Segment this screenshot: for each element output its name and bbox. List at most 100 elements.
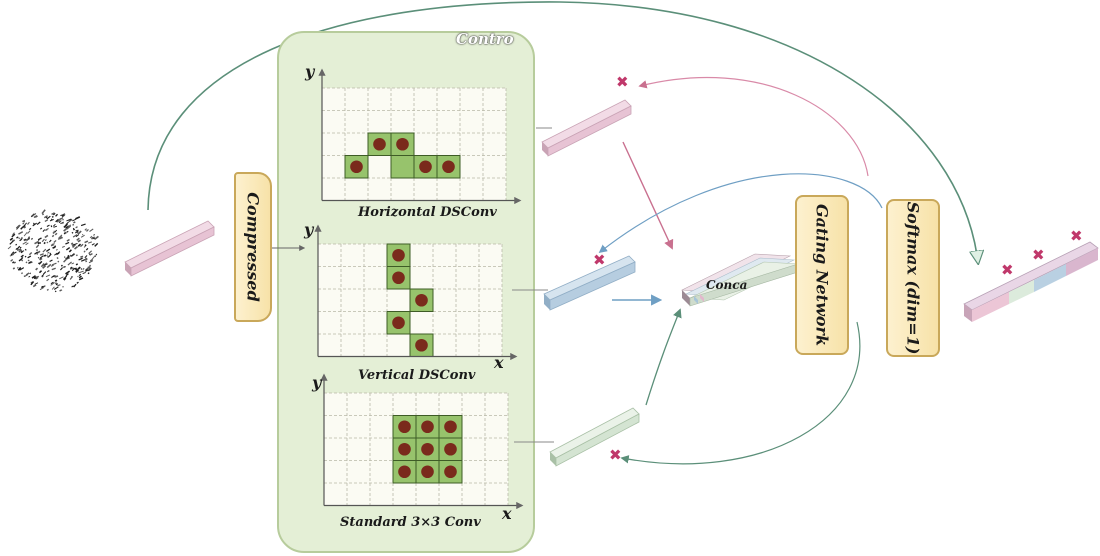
mask-x-icon: ✖ bbox=[1032, 246, 1045, 264]
pattern-stroke bbox=[68, 218, 73, 223]
pattern-stroke bbox=[62, 222, 64, 225]
pattern-stroke bbox=[28, 252, 33, 256]
pattern-stroke bbox=[20, 250, 24, 254]
pattern-stroke bbox=[94, 235, 99, 240]
pattern-stroke bbox=[51, 262, 57, 266]
grid-cell-active bbox=[390, 155, 415, 179]
pattern-stroke bbox=[64, 231, 67, 234]
pattern-stroke bbox=[43, 215, 48, 219]
blue-output-bar bbox=[543, 255, 636, 311]
pattern-stroke bbox=[27, 221, 30, 225]
pattern-stroke bbox=[62, 218, 64, 221]
pattern-stroke bbox=[14, 251, 17, 254]
pattern-stroke bbox=[42, 229, 46, 232]
pattern-stroke bbox=[46, 241, 49, 244]
pattern-stroke bbox=[46, 215, 51, 220]
pattern-stroke bbox=[19, 267, 25, 271]
pattern-stroke bbox=[77, 239, 81, 243]
green-to-concat-arrow bbox=[645, 308, 682, 406]
pattern-stroke bbox=[84, 244, 87, 247]
pattern-stroke bbox=[70, 253, 75, 257]
pattern-stroke bbox=[89, 228, 94, 233]
pattern-stroke bbox=[63, 277, 67, 281]
pattern-stroke bbox=[77, 271, 80, 273]
pattern-stroke bbox=[87, 267, 91, 271]
pattern-stroke bbox=[29, 272, 32, 275]
pattern-stroke bbox=[84, 228, 88, 231]
pattern-stroke bbox=[88, 267, 92, 272]
pattern-stroke bbox=[10, 258, 14, 262]
pink-to-concat-arrow bbox=[622, 141, 674, 250]
pattern-stroke bbox=[71, 285, 74, 288]
pattern-stroke bbox=[44, 263, 48, 266]
pattern-stroke bbox=[47, 251, 50, 254]
pattern-stroke bbox=[41, 274, 45, 277]
pattern-stroke bbox=[43, 285, 46, 287]
pattern-stroke bbox=[88, 241, 93, 244]
horizontal-grid bbox=[318, 68, 522, 205]
pattern-stroke bbox=[75, 269, 78, 273]
pattern-stroke bbox=[57, 236, 64, 240]
pattern-stroke bbox=[22, 219, 26, 223]
pattern-stroke bbox=[59, 289, 63, 292]
pattern-stroke bbox=[75, 229, 79, 232]
sample-dot bbox=[396, 137, 409, 151]
pattern-stroke bbox=[91, 243, 95, 246]
pattern-stroke bbox=[11, 233, 16, 238]
pattern-stroke bbox=[41, 213, 45, 216]
pattern-stroke bbox=[49, 259, 53, 263]
pattern-stroke bbox=[23, 231, 28, 237]
pattern-stroke bbox=[75, 234, 80, 238]
pattern-stroke bbox=[76, 231, 79, 234]
pattern-stroke bbox=[56, 256, 59, 260]
pattern-stroke bbox=[24, 274, 28, 277]
pattern-stroke bbox=[62, 286, 64, 288]
standard-grid bbox=[320, 373, 524, 510]
pattern-stroke bbox=[20, 236, 24, 240]
pattern-stroke bbox=[70, 267, 74, 270]
sample-dot bbox=[398, 420, 411, 434]
pattern-stroke bbox=[15, 243, 18, 246]
pattern-stroke bbox=[52, 231, 56, 235]
pattern-stroke bbox=[36, 221, 41, 226]
pattern-stroke bbox=[51, 243, 55, 246]
pattern-stroke bbox=[59, 276, 64, 280]
pattern-stroke bbox=[15, 224, 20, 229]
pattern-stroke bbox=[74, 245, 79, 250]
pattern-stroke bbox=[38, 260, 43, 265]
pattern-stroke bbox=[59, 217, 64, 220]
pattern-stroke bbox=[35, 275, 40, 279]
pattern-stroke bbox=[87, 265, 91, 269]
pattern-stroke bbox=[46, 254, 49, 257]
sample-dot bbox=[421, 442, 434, 456]
pattern-stroke bbox=[12, 232, 15, 236]
pattern-stroke bbox=[80, 223, 86, 227]
pattern-stroke bbox=[66, 230, 69, 233]
pattern-stroke bbox=[40, 257, 43, 261]
sample-dot bbox=[415, 338, 428, 352]
pattern-stroke bbox=[54, 290, 57, 293]
pattern-stroke bbox=[16, 245, 21, 250]
pattern-stroke bbox=[46, 248, 51, 252]
pattern-stroke bbox=[77, 230, 82, 235]
pattern-stroke bbox=[80, 260, 83, 262]
pattern-stroke bbox=[54, 229, 58, 233]
pattern-stroke bbox=[25, 261, 28, 264]
pattern-stroke bbox=[12, 261, 15, 264]
sample-dot bbox=[421, 420, 434, 434]
pattern-stroke bbox=[71, 243, 76, 249]
sample-dot bbox=[392, 316, 405, 330]
pattern-stroke bbox=[41, 285, 44, 288]
pattern-stroke bbox=[84, 240, 89, 244]
sample-dot bbox=[392, 248, 405, 262]
pattern-stroke bbox=[94, 242, 99, 247]
pattern-stroke bbox=[46, 278, 50, 282]
pattern-stroke bbox=[85, 260, 88, 263]
pattern-stroke bbox=[83, 250, 86, 253]
pattern-stroke bbox=[39, 255, 44, 259]
pattern-stroke bbox=[67, 224, 72, 228]
pattern-stroke bbox=[94, 255, 97, 257]
pattern-stroke bbox=[74, 267, 77, 270]
pattern-stroke bbox=[46, 263, 52, 269]
